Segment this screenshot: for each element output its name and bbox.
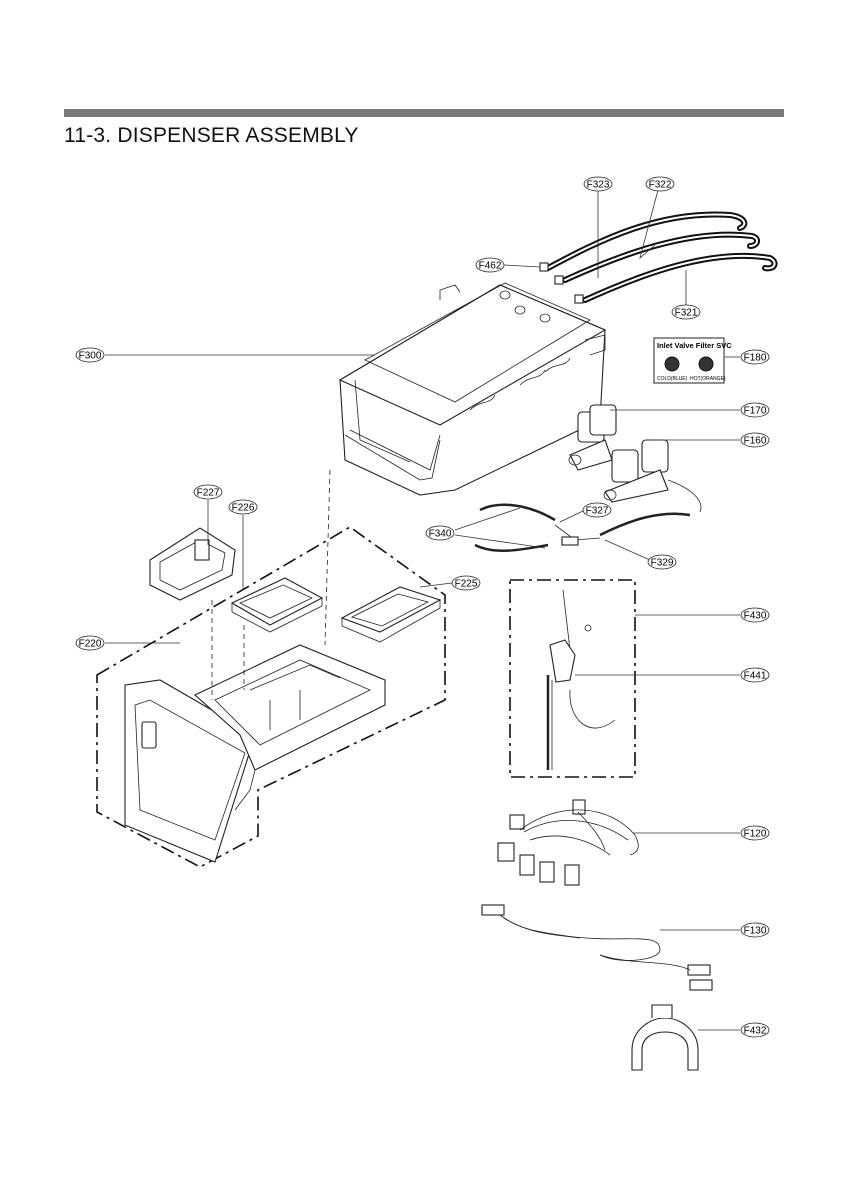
callout-f322: F322 [645, 176, 675, 192]
detergent-insert-f226 [230, 577, 324, 633]
inlet-valves [568, 404, 702, 513]
callout-f225: F225 [451, 575, 481, 591]
callout-f432: F432 [740, 1022, 770, 1038]
callout-f180: F180 [740, 349, 770, 365]
wire-harness-f130 [481, 904, 713, 991]
svg-text:F327: F327 [586, 506, 609, 517]
svg-text:F441: F441 [744, 671, 767, 682]
svg-text:F340: F340 [429, 529, 452, 540]
svg-text:F300: F300 [79, 351, 102, 362]
callout-f323: F323 [583, 176, 613, 192]
callout-f300: F300 [75, 347, 105, 363]
inlet-hoses [539, 211, 778, 304]
callout-f227: F227 [193, 484, 223, 500]
drain-hose-box-f430 [509, 579, 636, 778]
callout-f321: F321 [671, 304, 701, 320]
svg-text:F329: F329 [651, 558, 674, 569]
svg-text:F227: F227 [197, 488, 220, 499]
svc-cold-label: COLD(BLUE) [657, 376, 688, 382]
svg-text:F220: F220 [79, 639, 102, 650]
svg-text:F225: F225 [455, 579, 478, 590]
callout-f462: F462 [475, 257, 505, 273]
svg-text:F321: F321 [675, 308, 698, 319]
callout-f170: F170 [740, 402, 770, 418]
callout-labels: F323 F322 F462 F321 F300 F180 F170 F160 [75, 176, 770, 1038]
dispenser-housing-f300 [338, 282, 607, 496]
svg-text:F170: F170 [744, 406, 767, 417]
wire-harness-f120 [497, 799, 639, 886]
drawer-body [124, 644, 386, 863]
callout-f160: F160 [740, 432, 770, 448]
callout-f220: F220 [75, 635, 105, 651]
page-title: 11-3. DISPENSER ASSEMBLY [64, 124, 359, 147]
svg-text:F322: F322 [649, 180, 672, 191]
callout-f441: F441 [740, 667, 770, 683]
callout-f226: F226 [228, 499, 258, 515]
svc-hot-label: HOT(ORANGE) [690, 376, 726, 382]
svg-text:F160: F160 [744, 436, 767, 447]
svg-text:F323: F323 [587, 180, 610, 191]
softener-cap-f227 [149, 527, 236, 601]
section-rule [64, 109, 784, 117]
small-hoses [474, 503, 691, 553]
svg-text:F120: F120 [744, 829, 767, 840]
callout-f327: F327 [582, 502, 612, 518]
leader-lines [105, 189, 740, 1031]
callout-f120: F120 [740, 825, 770, 841]
svg-text:F462: F462 [479, 261, 502, 272]
drawer-group-outline [96, 526, 446, 868]
clip-f432 [631, 1004, 699, 1071]
svg-text:F226: F226 [232, 503, 255, 514]
callout-f430: F430 [740, 607, 770, 623]
callout-f329: F329 [647, 554, 677, 570]
bleach-insert-f225 [340, 586, 442, 643]
callout-f130: F130 [740, 922, 770, 938]
callout-f340: F340 [425, 525, 455, 541]
svg-text:F130: F130 [744, 926, 767, 937]
svg-text:F432: F432 [744, 1026, 767, 1037]
svg-text:F430: F430 [744, 611, 767, 622]
svg-text:F180: F180 [744, 353, 767, 364]
svc-label-title: Inlet Valve Filter SVC [657, 341, 732, 350]
assembly-link-lines [211, 469, 331, 700]
inlet-valve-filter-svc-label: Inlet Valve Filter SVC COLD(BLUE) HOT(OR… [653, 337, 732, 384]
